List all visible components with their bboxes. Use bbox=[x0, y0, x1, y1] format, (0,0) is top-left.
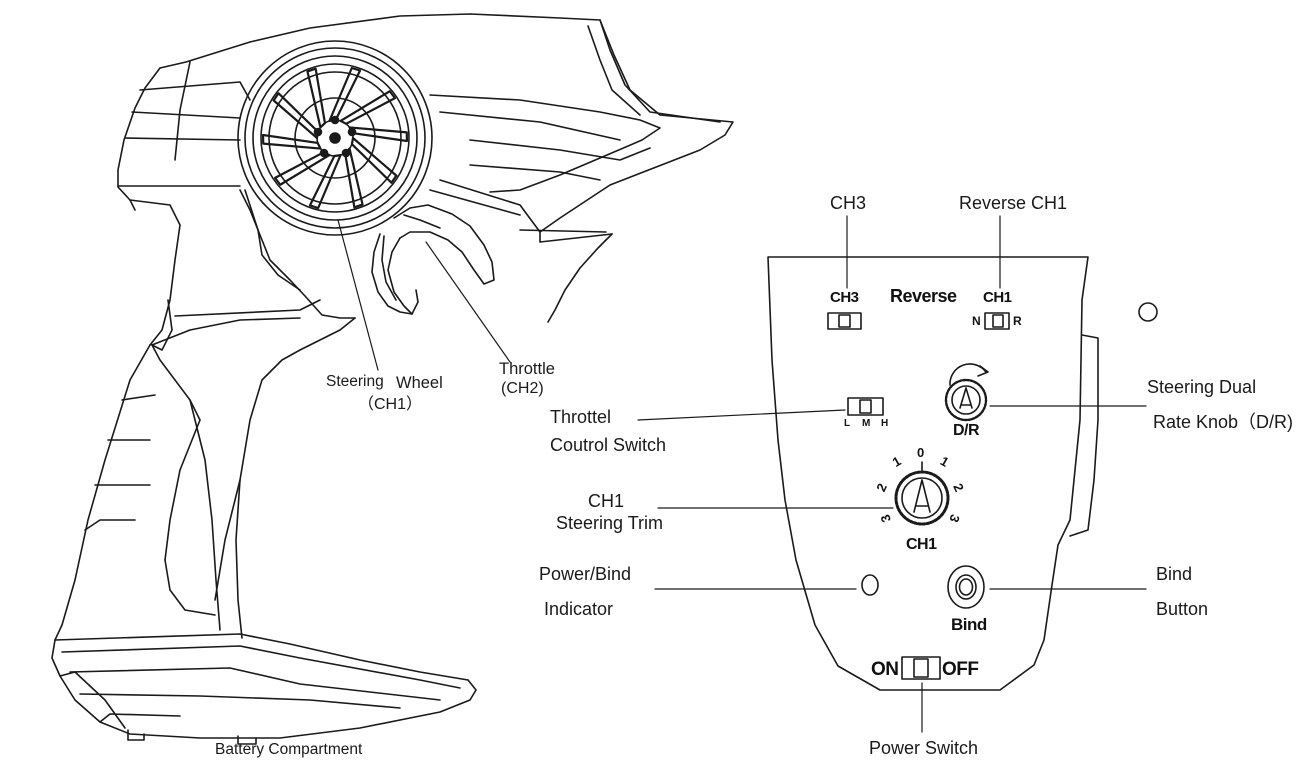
throttle-pos-m: M bbox=[862, 418, 870, 429]
power-switch[interactable] bbox=[901, 656, 941, 680]
steering-wheel-channel: （CH1） bbox=[358, 396, 423, 413]
dual-rate-knob[interactable] bbox=[944, 363, 989, 422]
dual-rate-callout-1: Steering Dual bbox=[1147, 377, 1257, 397]
wheel-spoke bbox=[308, 154, 342, 210]
reverse-ch1-switch[interactable] bbox=[984, 312, 1010, 330]
ch3-switch[interactable] bbox=[827, 312, 862, 330]
panel-trim-ch1-text: CH1 bbox=[906, 536, 937, 553]
reverse-ch1-callout: Reverse CH1 bbox=[959, 193, 1068, 213]
panel-ch3-text: CH3 bbox=[830, 289, 859, 306]
panel-off-text: OFF bbox=[942, 659, 979, 680]
trim-scale-0: 0 bbox=[917, 445, 925, 460]
throttle-channel: (CH2) bbox=[501, 380, 544, 397]
steering-wheel bbox=[237, 40, 433, 236]
indicator-callout-1: Power/Bind bbox=[539, 564, 632, 584]
bind-button[interactable] bbox=[947, 565, 985, 609]
transmitter-body-outline bbox=[51, 13, 734, 745]
panel-dr-text: D/R bbox=[953, 422, 980, 439]
panel-bind-text: Bind bbox=[951, 615, 987, 634]
panel-reverse-text: Reverse bbox=[890, 286, 957, 306]
throttle-trigger bbox=[371, 204, 495, 315]
throttle-switch-callout-1: Throttel bbox=[550, 407, 612, 427]
wheel-spoke bbox=[339, 90, 397, 125]
throttle-switch-callout-2: Coutrol Switch bbox=[550, 435, 667, 455]
panel-on-text: ON bbox=[871, 659, 899, 680]
power-switch-callout: Power Switch bbox=[869, 738, 979, 758]
wheel-spoke bbox=[350, 136, 398, 184]
leader-lines bbox=[337, 215, 1147, 733]
top-indicator-hole bbox=[1138, 302, 1158, 322]
throttle-pos-h: H bbox=[881, 418, 888, 429]
steering-trim-callout-2: Steering Trim bbox=[556, 513, 664, 533]
throttle-label: Throttle bbox=[499, 360, 555, 378]
control-panel-outline bbox=[767, 256, 1099, 691]
indicator-callout-2: Indicator bbox=[544, 599, 614, 619]
wheel-spoke bbox=[306, 67, 327, 129]
steering-trim-dial[interactable] bbox=[894, 461, 950, 526]
steering-wheel-label-1: Steering bbox=[326, 373, 384, 390]
power-bind-indicator bbox=[861, 574, 879, 596]
steering-trim-callout-1: CH1 bbox=[588, 491, 625, 511]
panel-ch1-text: CH1 bbox=[983, 289, 1012, 306]
throttle-control-switch[interactable] bbox=[847, 397, 884, 416]
panel-reverse-r: R bbox=[1013, 314, 1022, 328]
wheel-spoke bbox=[348, 126, 409, 143]
throttle-pos-l: L bbox=[844, 418, 850, 429]
bind-button-callout-2: Button bbox=[1156, 599, 1209, 619]
panel-reverse-n: N bbox=[972, 314, 981, 328]
ch3-callout: CH3 bbox=[830, 193, 867, 213]
bind-button-callout-1: Bind bbox=[1156, 564, 1193, 584]
wheel-spoke bbox=[261, 133, 322, 150]
battery-compartment-label: Battery Compartment bbox=[215, 741, 363, 758]
steering-wheel-label-2: Wheel bbox=[396, 374, 443, 392]
dual-rate-callout-2: Rate Knob（D/R) bbox=[1153, 412, 1294, 432]
